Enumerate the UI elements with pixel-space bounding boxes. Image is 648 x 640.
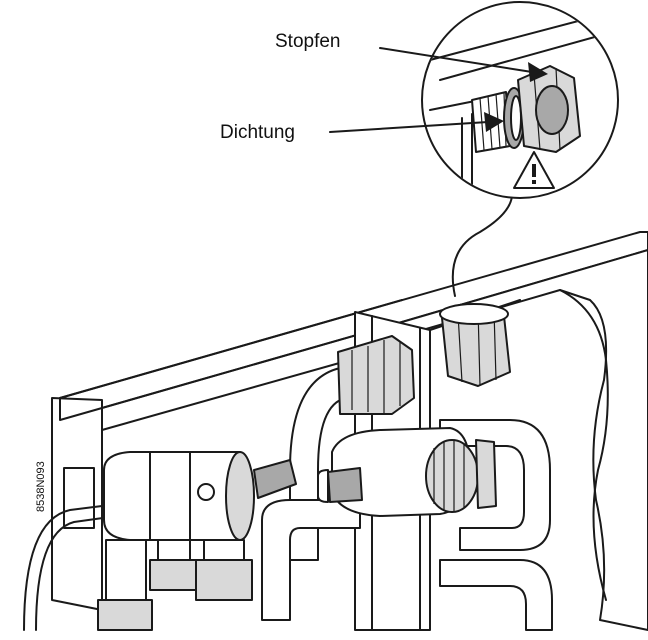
stopfen-arrowhead xyxy=(528,62,548,82)
leg-nut-3 xyxy=(195,559,253,601)
detail-callout xyxy=(421,1,619,297)
cap-nut-main xyxy=(439,303,511,387)
thin-pipe-left xyxy=(23,504,111,631)
dichtung-label: Dichtung xyxy=(220,122,295,143)
stopfen-label: Stopfen xyxy=(275,31,341,52)
valve-stub-left xyxy=(327,467,363,503)
fitting-legs xyxy=(97,539,253,631)
tee-fitting-left xyxy=(103,451,297,541)
pipework xyxy=(23,361,553,631)
end-plate-slot xyxy=(63,467,95,529)
right-panel xyxy=(401,249,648,631)
callout-leader xyxy=(451,195,513,297)
leg-nut-2 xyxy=(149,559,197,591)
pipe-u-right-1 xyxy=(439,419,551,551)
pipe-loop-lower xyxy=(261,499,361,621)
mixing-valve xyxy=(317,427,497,517)
leg-nut-1 xyxy=(97,599,153,631)
fittings xyxy=(97,303,511,631)
warning-triangle-icon xyxy=(513,151,555,189)
label-arrows xyxy=(329,47,548,133)
dichtung-arrowhead xyxy=(484,112,504,132)
tee-screw xyxy=(197,483,215,501)
pipe-u-right-2 xyxy=(439,559,553,631)
plate-nut-upper xyxy=(337,335,415,415)
figure-code-label: 8538N093 xyxy=(35,461,47,512)
